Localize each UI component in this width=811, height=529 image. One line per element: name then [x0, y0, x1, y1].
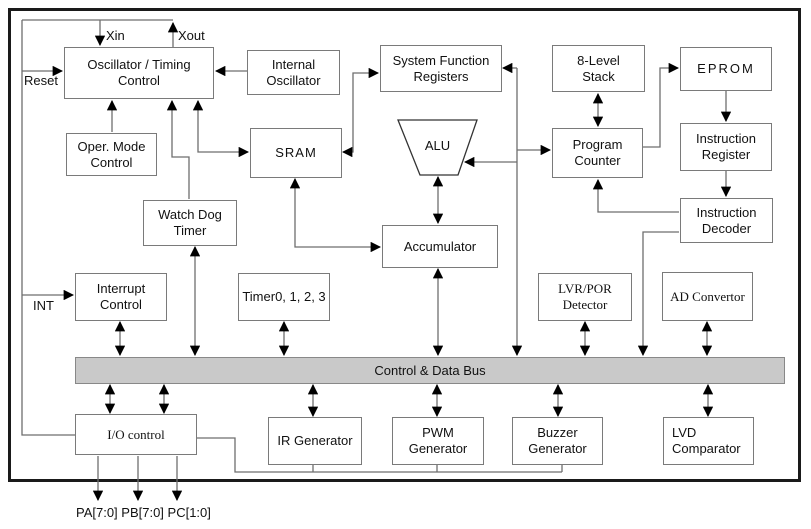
- block-program-counter: Program Counter: [552, 128, 643, 178]
- block-alu: ALU: [400, 135, 475, 155]
- block-label: Buzzer: [537, 425, 578, 440]
- block-accumulator: Accumulator: [382, 225, 498, 268]
- block-oper-mode-control: Oper. Mode Control: [66, 133, 157, 176]
- block-label: Comparator: [672, 441, 741, 456]
- wire-sram-accumulator: [289, 177, 382, 253]
- block-label: Register: [701, 147, 751, 162]
- block-label: Decoder: [701, 220, 752, 236]
- block-label: Oper. Mode: [77, 138, 146, 154]
- pin-label-reset: Reset: [24, 73, 58, 88]
- block-lvd-comparator: LVD Comparator: [663, 417, 754, 465]
- block-label: Generator: [528, 441, 587, 456]
- block-io-control: I/O control: [75, 414, 197, 455]
- block-label: Instruction: [696, 131, 756, 146]
- pin-label-int: INT: [33, 298, 54, 313]
- block-label: Control: [90, 154, 133, 170]
- block-system-function-registers: System Function Registers: [380, 45, 502, 92]
- wire-instdec-pc: [592, 178, 679, 213]
- block-interrupt-control: Interrupt Control: [75, 273, 167, 321]
- block-pwm-generator: PWM Generator: [392, 417, 484, 465]
- block-label: Detector: [562, 297, 608, 312]
- alu-shape: [397, 119, 478, 176]
- chip-boundary-frame: [8, 8, 801, 482]
- block-ad-convertor: AD Convertor: [662, 272, 753, 321]
- pin-label-ports: PA[7:0] PB[7:0] PC[1:0]: [76, 505, 211, 520]
- bus-label: Control & Data Bus: [374, 363, 486, 378]
- block-label: 8-Level: [577, 52, 620, 68]
- block-label: ALU: [424, 137, 451, 153]
- block-label: Instruction: [696, 204, 757, 220]
- block-instruction-decoder: Instruction Decoder: [680, 198, 773, 243]
- wire-instdec-bus: [637, 231, 679, 357]
- block-label: Registers: [413, 68, 469, 84]
- block-label: Control: [118, 73, 160, 88]
- block-eprom: EPROM: [680, 47, 772, 91]
- wire-gen-route: [197, 437, 562, 473]
- block-label: LVR/POR: [558, 281, 612, 296]
- block-internal-oscillator: Internal Oscillator: [247, 50, 340, 95]
- wire-sram-sfr: [341, 67, 380, 158]
- block-timers: Timer0, 1, 2, 3: [238, 273, 330, 321]
- block-label: Counter: [574, 153, 621, 168]
- wire-wdt-osc: [166, 99, 190, 199]
- block-label: Program: [572, 137, 623, 152]
- block-label: Interrupt: [96, 281, 146, 296]
- block-label: IR Generator: [277, 433, 353, 448]
- block-label: LVD: [672, 425, 697, 440]
- block-buzzer-generator: Buzzer Generator: [512, 417, 603, 465]
- block-label: Stack: [582, 68, 615, 84]
- block-label: System Function: [392, 52, 490, 68]
- block-oscillator-timing-control: Oscillator / Timing Control: [64, 47, 214, 99]
- block-ir-generator: IR Generator: [268, 417, 362, 465]
- block-label: AD Convertor: [670, 288, 745, 304]
- block-label: SRAM: [275, 145, 317, 160]
- block-label: Control: [100, 297, 142, 312]
- block-sram: SRAM: [250, 128, 342, 178]
- wire-osc-sram: [192, 99, 250, 158]
- block-label: Watch Dog: [158, 207, 222, 222]
- block-label: Internal: [271, 56, 316, 72]
- block-label: Timer0, 1, 2, 3: [242, 289, 326, 304]
- block-label: Oscillator: [266, 72, 321, 88]
- block-label: Accumulator: [403, 238, 477, 254]
- block-8-level-stack: 8-Level Stack: [552, 45, 645, 92]
- control-data-bus: Control & Data Bus: [75, 357, 785, 384]
- block-label: Timer: [173, 223, 207, 238]
- block-instruction-register: Instruction Register: [680, 123, 772, 171]
- wire-pc-eprom: [643, 62, 680, 148]
- block-label: Oscillator / Timing: [87, 57, 191, 72]
- pin-label-xout: Xout: [178, 28, 205, 43]
- pin-label-xin: Xin: [106, 28, 125, 43]
- block-label: Generator: [408, 441, 468, 456]
- block-watch-dog-timer: Watch Dog Timer: [143, 200, 237, 246]
- block-label: I/O control: [107, 426, 165, 442]
- block-label: PWM: [422, 425, 454, 440]
- wire-left-rail-to-io: [21, 20, 75, 436]
- block-label: EPROM: [697, 61, 755, 76]
- block-lvr-por-detector: LVR/POR Detector: [538, 273, 632, 321]
